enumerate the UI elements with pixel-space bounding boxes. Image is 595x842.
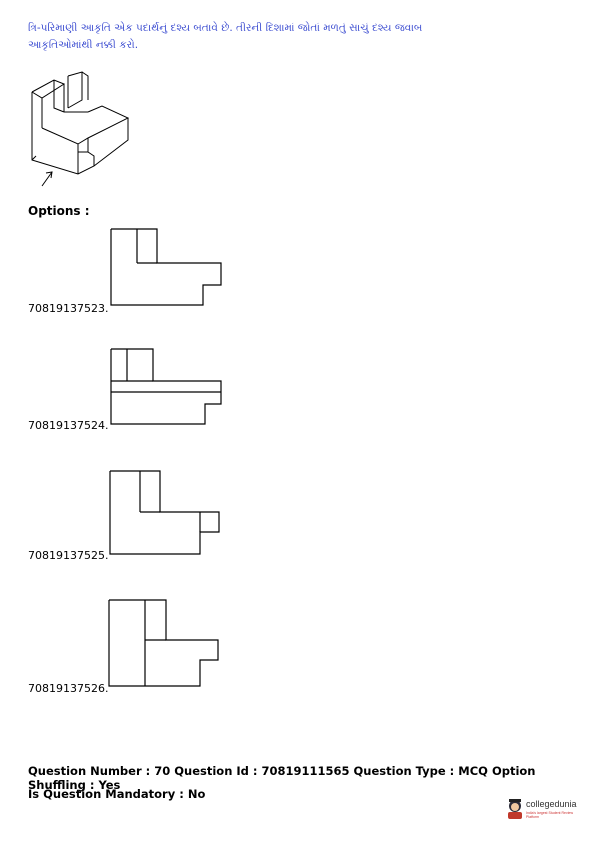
question-3d-figure: [28, 68, 138, 193]
option-id-4: 70819137526.: [28, 682, 109, 695]
option-figure-2[interactable]: [108, 348, 226, 428]
logo-tagline: India's largest Student Review Platform: [526, 811, 573, 819]
option-id-3: 70819137525.: [28, 549, 109, 562]
option-figure-1[interactable]: [108, 228, 226, 308]
student-mascot-icon: [508, 799, 522, 819]
collegedunia-logo: collegedunia India's largest Student Rev…: [506, 796, 586, 822]
option-figure-3[interactable]: [108, 468, 226, 558]
arrow-icon: [42, 172, 52, 186]
question-text: ત્રિ-પરિમાણી આકૃતિ એક પદાર્થનું દશ્ય બતા…: [28, 22, 423, 51]
option-id-1: 70819137523.: [28, 302, 109, 315]
options-heading: Options :: [28, 204, 90, 218]
option-id-2: 70819137524.: [28, 419, 109, 432]
question-meta-line-1: Question Number : 70 Question Id : 70819…: [28, 764, 536, 792]
option-figure-4[interactable]: [106, 598, 224, 690]
question-meta-line-2: Is Question Mandatory : No: [28, 787, 206, 801]
logo-name: collegedunia: [526, 799, 577, 809]
